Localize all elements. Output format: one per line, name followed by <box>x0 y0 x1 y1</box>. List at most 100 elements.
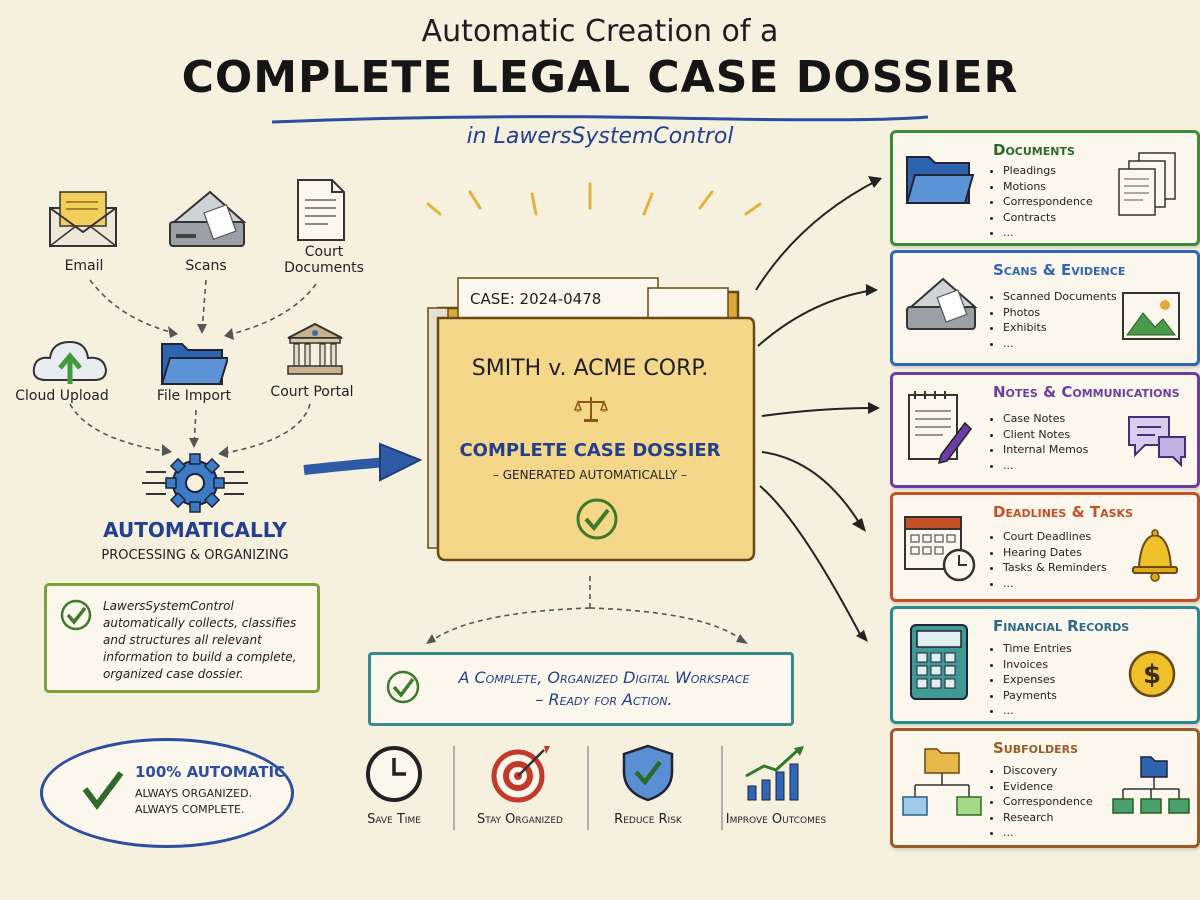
list-item: Court Deadlines <box>1003 529 1107 545</box>
panel-financial-records[interactable]: Financial Records Time Entries Invoices … <box>890 606 1200 724</box>
scanner-icon <box>169 190 247 247</box>
list-item: Client Notes <box>1003 427 1088 443</box>
clock-icon <box>366 746 422 802</box>
dollar-coin-icon: $ <box>1128 650 1176 698</box>
subtitle: in LawersSystemControl <box>466 124 734 149</box>
list-item: ... <box>1003 225 1093 241</box>
source-label-court-portal: Court Portal <box>270 384 354 400</box>
title-underline <box>271 115 929 124</box>
target-icon <box>491 746 550 803</box>
bell-icon <box>1132 529 1178 582</box>
checkmark-icon <box>576 498 618 540</box>
benefit-label-reduce-risk: Reduce Risk <box>614 812 682 827</box>
automatic-badge: 100% AUTOMATIC ALWAYS ORGANIZED. ALWAYS … <box>40 738 294 848</box>
list-item: Scanned Documents <box>1003 289 1117 305</box>
list-item: Time Entries <box>1003 641 1072 657</box>
source-label-court-documents-line-1: Court <box>304 244 344 260</box>
panel-scans-evidence[interactable]: Scans & Evidence Scanned Documents Photo… <box>890 250 1200 366</box>
documents-stack-icon <box>1118 152 1176 216</box>
folder-tree-icon <box>1112 756 1190 814</box>
calendar-icon <box>904 516 976 582</box>
panel-title: Subfolders <box>993 739 1079 757</box>
chat-icon <box>1128 416 1186 468</box>
case-number: CASE: 2024-0478 <box>470 290 602 308</box>
panel-notes-communications[interactable]: Notes & Communications Case Notes Client… <box>890 372 1200 488</box>
benefit-label-improve-outcomes: Improve Outcomes <box>725 812 827 827</box>
benefit-separators <box>453 746 723 830</box>
panel-title: Documents <box>993 141 1075 159</box>
list-item: Research <box>1003 810 1093 826</box>
source-label-scans: Scans <box>185 258 227 274</box>
source-label-cloud-upload: Cloud Upload <box>15 388 109 404</box>
shield-icon <box>622 744 674 802</box>
flow-arrows-left <box>69 279 317 458</box>
folder-icon <box>160 343 228 385</box>
checkmark-icon <box>60 599 92 631</box>
automatic-line-2: ALWAYS ORGANIZED. <box>135 787 253 800</box>
workspace-line-2: – Ready for Action. <box>535 690 673 709</box>
processing-title: AUTOMATICALLY <box>103 518 287 542</box>
cloud-upload-icon <box>32 340 108 384</box>
list-item: Correspondence <box>1003 194 1093 210</box>
panel-title: Scans & Evidence <box>993 261 1126 279</box>
source-label-file-import: File Import <box>156 388 232 404</box>
dossier-title: COMPLETE CASE DOSSIER <box>459 440 721 461</box>
list-item: Hearing Dates <box>1003 545 1107 561</box>
source-label-court-documents-line-2: Documents <box>284 260 364 276</box>
glow-rays <box>426 182 762 216</box>
folder-icon <box>905 156 975 204</box>
list-item: Discovery <box>1003 763 1093 779</box>
list-item: Exhibits <box>1003 320 1117 336</box>
list-item: Contracts <box>1003 210 1093 226</box>
info-note-text: LawersSystemControl automatically collec… <box>103 599 297 681</box>
calculator-icon <box>910 624 968 700</box>
automatic-title: 100% AUTOMATIC <box>135 763 286 781</box>
panel-title: Deadlines & Tasks <box>993 503 1133 521</box>
panel-subfolders[interactable]: Subfolders Discovery Evidence Correspond… <box>890 728 1200 848</box>
list-item: Expenses <box>1003 672 1072 688</box>
scales-icon <box>574 397 608 422</box>
list-item: Correspondence <box>1003 794 1093 810</box>
page-title: COMPLETE LEGAL CASE DOSSIER <box>181 52 1019 103</box>
email-icon <box>49 191 117 247</box>
benefit-label-stay-organized: Stay Organized <box>477 812 563 827</box>
list-item: ... <box>1003 703 1072 719</box>
scanner-icon <box>906 277 978 330</box>
processing-subtitle: PROCESSING & ORGANIZING <box>101 548 289 563</box>
benefit-label-save-time: Save Time <box>367 812 421 827</box>
workspace-line-1: A Complete, Organized Digital Workspace <box>458 668 750 687</box>
list-item: Evidence <box>1003 779 1093 795</box>
checkmark-icon <box>386 670 420 704</box>
panel-deadlines-tasks[interactable]: Deadlines & Tasks Court Deadlines Hearin… <box>890 492 1200 602</box>
list-item: ... <box>1003 336 1117 352</box>
notepad-icon <box>908 391 972 465</box>
gear-icon <box>142 453 248 513</box>
svg-text:$: $ <box>1143 660 1161 690</box>
list-item: ... <box>1003 458 1088 474</box>
photo-icon <box>1122 292 1180 340</box>
case-name: SMITH v. ACME CORP. <box>471 356 709 381</box>
list-item: Case Notes <box>1003 411 1088 427</box>
panel-arrows <box>755 176 882 642</box>
list-item: ... <box>1003 825 1093 841</box>
growth-chart-icon <box>745 746 804 801</box>
court-documents-icon <box>297 179 345 241</box>
list-item: Payments <box>1003 688 1072 704</box>
source-label-court-documents: Court Documents <box>264 244 384 276</box>
arrow-right-icon <box>303 442 423 482</box>
workspace-connector <box>426 576 748 644</box>
workspace-summary: A Complete, Organized Digital Workspace … <box>368 652 794 726</box>
case-folder <box>427 277 756 562</box>
folder-tree-icon <box>902 748 982 816</box>
courthouse-icon <box>287 322 343 375</box>
workspace-text: A Complete, Organized Digital Workspace … <box>429 667 779 711</box>
panel-documents[interactable]: Documents Pleadings Motions Corresponden… <box>890 130 1200 246</box>
info-note: LawersSystemControl automatically collec… <box>44 583 320 693</box>
title-line-1: Automatic Creation of a <box>421 14 779 49</box>
list-item: Photos <box>1003 305 1117 321</box>
source-label-email: Email <box>64 258 104 274</box>
dossier-subtitle: – GENERATED AUTOMATICALLY – <box>492 468 688 482</box>
panel-title: Notes & Communications <box>993 383 1180 401</box>
list-item: Invoices <box>1003 657 1072 673</box>
list-item: Motions <box>1003 179 1093 195</box>
